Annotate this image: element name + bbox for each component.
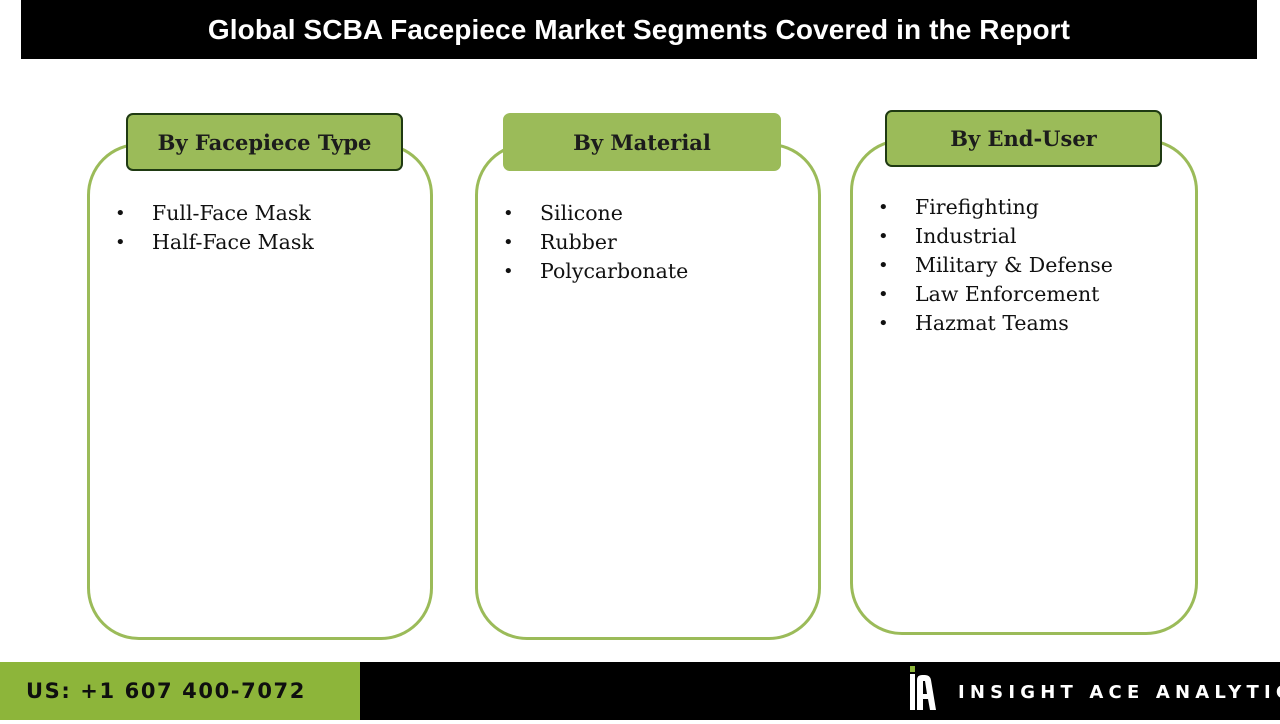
page-title: Global SCBA Facepiece Market Segments Co…	[207, 13, 1071, 45]
segment-list-facepiece-type: Full-Face Mask Half-Face Mask	[115, 199, 314, 257]
segment-header-end-user: By End-User	[885, 110, 1162, 167]
segment-list-material: Silicone Rubber Polycarbonate	[503, 199, 688, 286]
list-item: Rubber	[503, 228, 688, 257]
segment-list-end-user: Firefighting Industrial Military & Defen…	[878, 193, 1113, 338]
list-item: Firefighting	[878, 193, 1113, 222]
segment-header-label: By Material	[573, 129, 711, 155]
list-item: Silicone	[503, 199, 688, 228]
list-item: Military & Defense	[878, 251, 1113, 280]
footer-brand-bar: INSIGHT ACE ANALYTIC	[360, 662, 1280, 720]
footer-phone-bar: US: +1 607 400-7072	[0, 662, 360, 720]
list-item: Hazmat Teams	[878, 309, 1113, 338]
segment-header-label: By End-User	[950, 126, 1097, 151]
footer-phone: US: +1 607 400-7072	[26, 679, 306, 703]
list-item: Half-Face Mask	[115, 228, 314, 257]
list-item: Law Enforcement	[878, 280, 1113, 309]
list-item: Full-Face Mask	[115, 199, 314, 228]
page-title-bar: Global SCBA Facepiece Market Segments Co…	[21, 0, 1257, 59]
footer-brand-name: INSIGHT ACE ANALYTIC	[958, 682, 1280, 703]
segment-header-label: By Facepiece Type	[157, 129, 372, 155]
insight-ace-logo-icon	[910, 666, 936, 710]
segment-header-material: By Material	[503, 113, 781, 171]
list-item: Polycarbonate	[503, 257, 688, 286]
segment-header-facepiece-type: By Facepiece Type	[126, 113, 403, 171]
list-item: Industrial	[878, 222, 1113, 251]
